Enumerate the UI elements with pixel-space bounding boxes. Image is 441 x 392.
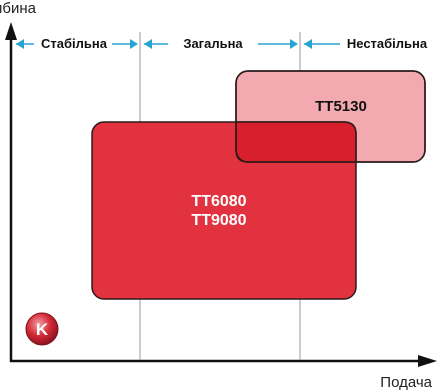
zone-1-arrow-left-head bbox=[16, 39, 24, 49]
x-axis-label: Подача bbox=[380, 374, 432, 391]
zone-2-arrow-right-head bbox=[290, 39, 298, 49]
box-tt5130-label: TT5130 bbox=[315, 98, 367, 115]
box-overlap bbox=[235, 121, 357, 163]
x-axis-arrowhead bbox=[418, 355, 437, 367]
zone-3-arrow-left-head bbox=[304, 39, 312, 49]
zone-2-arrow-left-head bbox=[144, 39, 152, 49]
brand-logo-circle bbox=[25, 312, 59, 346]
box-tt5130-outline bbox=[235, 70, 426, 163]
zone-label-general: Загальна bbox=[183, 36, 243, 51]
brand-logo-letter: K bbox=[36, 320, 49, 339]
box-tt6080-tt9080 bbox=[91, 121, 357, 300]
y-axis-arrowhead bbox=[5, 22, 17, 40]
brand-logo: K bbox=[25, 312, 59, 346]
y-axis-label: Глибина bbox=[0, 0, 37, 17]
box-main-label-2: TT9080 bbox=[191, 212, 246, 229]
zone-label-unstable: Нестабільна bbox=[347, 36, 428, 51]
zone-1-arrow-right-head bbox=[130, 39, 138, 49]
zone-label-stable: Стабільна bbox=[41, 36, 108, 51]
axes bbox=[5, 22, 437, 367]
zone-header bbox=[16, 39, 340, 49]
box-main-label-1: TT6080 bbox=[191, 193, 246, 210]
